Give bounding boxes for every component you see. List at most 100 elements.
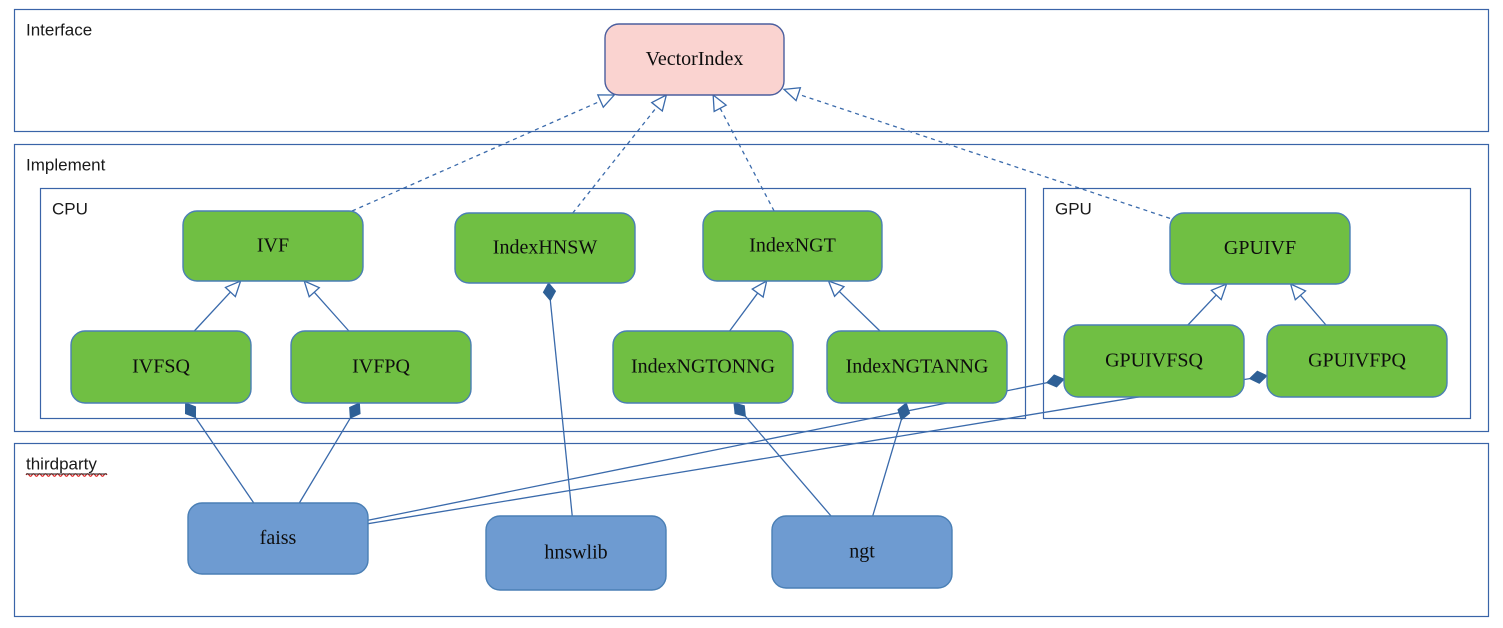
relation-gpuivfpq-to-gpuivf: [1289, 282, 1327, 326]
arrowhead-hollow-triangle-icon: [1210, 282, 1228, 301]
relation-line-composition: [367, 378, 1250, 525]
node-box-ivf[interactable]: [182, 210, 364, 282]
relation-line-realization: [572, 106, 658, 214]
node-label-indexngtonng: IndexNGTONNG: [631, 356, 775, 378]
node-ivfsq[interactable]: IVFSQ: [70, 330, 252, 404]
arrowhead-hollow-triangle-icon: [712, 93, 728, 113]
relation-faiss-to-ivfsq: [184, 402, 255, 504]
arrowhead-solid-diamond-icon: [1248, 370, 1268, 384]
relation-line-generalization: [313, 291, 350, 332]
relation-line-composition: [194, 417, 255, 504]
relation-ngt-to-indexngtanng: [872, 402, 911, 517]
group-gpu: GPU: [1042, 187, 1472, 420]
node-label-vectorindex: VectorIndex: [646, 48, 744, 70]
node-indexngt[interactable]: IndexNGT: [702, 210, 883, 282]
node-gpuivfsq[interactable]: GPUIVFSQ: [1063, 324, 1245, 398]
node-box-indexhnsw[interactable]: [454, 212, 636, 284]
node-label-indexngt: IndexNGT: [749, 235, 836, 257]
node-box-gpuivfsq[interactable]: [1063, 324, 1245, 398]
node-box-faiss[interactable]: [187, 502, 369, 575]
group-label-cpu: CPU: [52, 199, 88, 218]
group-cpu: CPU: [39, 187, 1027, 420]
relation-faiss-to-ivfpq: [298, 402, 361, 504]
relation-ivfpq-to-ivf: [303, 279, 350, 332]
node-box-indexngt[interactable]: [702, 210, 883, 282]
relation-line-composition: [367, 382, 1047, 521]
annotations-layer: [25, 473, 108, 477]
node-ivfpq[interactable]: IVFPQ: [290, 330, 472, 404]
node-ivf[interactable]: IVF: [182, 210, 364, 282]
arrowhead-solid-diamond-icon: [542, 282, 557, 302]
relation-line-composition: [872, 419, 902, 517]
node-indexngtonng[interactable]: IndexNGTONNG: [612, 330, 794, 404]
group-frame-thirdparty: [13, 442, 1490, 618]
arrowhead-hollow-triangle-icon: [827, 279, 846, 298]
node-box-ngt[interactable]: [771, 515, 953, 589]
node-label-ivfsq: IVFSQ: [132, 356, 190, 378]
node-box-ivfsq[interactable]: [70, 330, 252, 404]
node-ngt[interactable]: ngt: [771, 515, 953, 589]
node-label-ngt: ngt: [849, 541, 875, 563]
relation-line-realization: [351, 100, 601, 212]
group-frame-interface: [13, 8, 1490, 133]
relation-line-generalization: [729, 292, 759, 332]
relation-gpuivfsq-to-gpuivf: [1187, 282, 1228, 326]
relation-hnswlib-to-indexhnsw: [542, 282, 573, 517]
node-gpuivfpq[interactable]: GPUIVFPQ: [1266, 324, 1448, 398]
node-box-vectorindex[interactable]: [604, 23, 785, 96]
relations-layer: [184, 87, 1327, 525]
group-frame-cpu: [39, 187, 1027, 420]
node-indexhnsw[interactable]: IndexHNSW: [454, 212, 636, 284]
group-frame-implement: [13, 143, 1490, 433]
relation-indexngt-to-vectorindex: [712, 93, 775, 212]
node-box-ivfpq[interactable]: [290, 330, 472, 404]
arrowhead-solid-diamond-icon: [897, 402, 911, 421]
relation-faiss-to-gpuivfpq: [367, 370, 1268, 525]
node-label-ivfpq: IVFPQ: [352, 356, 410, 378]
node-label-gpuivfsq: GPUIVFSQ: [1105, 350, 1203, 372]
relation-faiss-to-gpuivfsq: [367, 374, 1065, 521]
node-box-hnswlib[interactable]: [485, 515, 667, 591]
node-label-indexngtanng: IndexNGTANNG: [846, 356, 989, 378]
relation-indexngtonng-to-indexngt: [729, 279, 768, 332]
relation-line-realization: [798, 93, 1171, 220]
arrowhead-hollow-triangle-icon: [650, 93, 668, 113]
relation-indexhnsw-to-vectorindex: [572, 93, 668, 214]
node-label-hnswlib: hnswlib: [544, 542, 607, 564]
relation-line-composition: [549, 300, 573, 517]
node-indexngtanng[interactable]: IndexNGTANNG: [826, 330, 1008, 404]
node-faiss[interactable]: faiss: [187, 502, 369, 575]
relation-line-generalization: [1187, 294, 1217, 326]
relation-line-realization: [719, 107, 775, 212]
arrowhead-hollow-triangle-icon: [782, 87, 802, 102]
group-label-interface: Interface: [26, 20, 92, 39]
node-box-gpuivfpq[interactable]: [1266, 324, 1448, 398]
arrowhead-solid-diamond-icon: [733, 402, 746, 418]
group-thirdparty: thirdparty: [13, 442, 1490, 618]
relation-line-composition: [298, 417, 351, 504]
node-box-indexngtonng[interactable]: [612, 330, 794, 404]
group-interface: Interface: [13, 8, 1490, 133]
relation-gpuivf-to-vectorindex: [782, 87, 1171, 220]
arrowhead-solid-diamond-icon: [1045, 374, 1065, 388]
arrowhead-hollow-triangle-icon: [596, 94, 616, 109]
node-label-indexhnsw: IndexHNSW: [493, 237, 598, 259]
arrowhead-solid-diamond-icon: [184, 402, 197, 419]
group-label-thirdparty: thirdparty: [26, 454, 97, 473]
node-box-gpuivf[interactable]: [1169, 212, 1351, 285]
node-hnswlib[interactable]: hnswlib: [485, 515, 667, 591]
node-vectorindex[interactable]: VectorIndex: [604, 23, 785, 96]
node-label-gpuivf: GPUIVF: [1224, 237, 1296, 259]
group-frame-gpu: [1042, 187, 1472, 420]
node-box-indexngtanng[interactable]: [826, 330, 1008, 404]
relation-line-generalization: [1299, 294, 1327, 326]
relation-line-composition: [744, 415, 832, 517]
group-label-gpu: GPU: [1055, 199, 1092, 218]
group-label-implement: Implement: [26, 155, 106, 174]
node-gpuivf[interactable]: GPUIVF: [1169, 212, 1351, 285]
node-label-ivf: IVF: [257, 235, 289, 257]
